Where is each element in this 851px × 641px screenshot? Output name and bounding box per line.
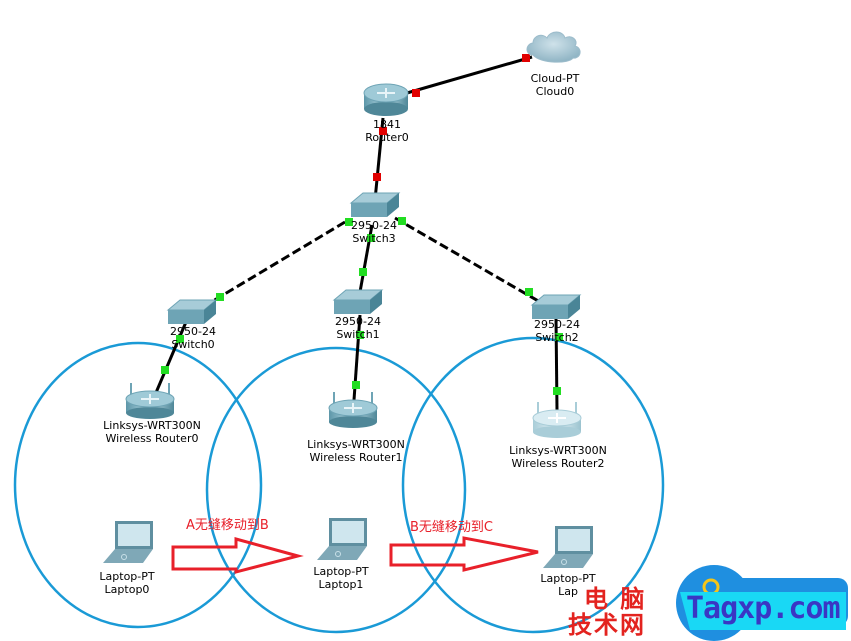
laptop-icon[interactable] bbox=[103, 521, 153, 563]
wireless-router-icon[interactable] bbox=[328, 392, 378, 428]
laptop0-label: Laptop-PT Laptop0 bbox=[99, 570, 154, 596]
port-up-indicator bbox=[216, 293, 224, 301]
annotation-b-to-c: B无缝移动到C bbox=[410, 520, 493, 535]
port-up-indicator bbox=[525, 288, 533, 296]
router-name: Router0 bbox=[365, 131, 409, 144]
switch2-model: 2950-24 bbox=[534, 318, 580, 331]
watermark-logo-text: Tagxp.com bbox=[686, 591, 841, 626]
port-up-indicator bbox=[555, 333, 563, 341]
arrow-b-to-c-icon bbox=[389, 536, 539, 572]
watermark-cn-line1: 电 脑 bbox=[584, 585, 647, 613]
laptop2-name: Lap bbox=[558, 585, 578, 598]
laptop-icon[interactable] bbox=[543, 526, 593, 568]
port-up-indicator bbox=[359, 268, 367, 276]
switch1-model: 2950-24 bbox=[335, 315, 381, 328]
switch3-model: 2950-24 bbox=[351, 219, 397, 232]
port-down-indicator bbox=[379, 127, 387, 135]
switch2-name: Switch2 bbox=[535, 331, 579, 344]
port-up-indicator bbox=[398, 217, 406, 225]
port-up-indicator bbox=[553, 387, 561, 395]
wr2-name: Wireless Router2 bbox=[511, 457, 605, 470]
switch1-name: Switch1 bbox=[336, 328, 380, 341]
router-model: 1841 bbox=[372, 118, 401, 131]
wr0-name: Wireless Router0 bbox=[105, 432, 199, 445]
port-up-indicator bbox=[367, 234, 375, 242]
cloud-model: Cloud-PT bbox=[530, 72, 580, 85]
switch3-label: 2950-24 Switch3 bbox=[351, 219, 397, 245]
switch0-name: Switch0 bbox=[171, 338, 215, 351]
router-label: 1841 Router0 bbox=[365, 118, 408, 144]
wireless-router-icon[interactable] bbox=[532, 402, 582, 438]
switch-icon[interactable] bbox=[349, 192, 401, 217]
switch0-label: 2950-24 Switch0 bbox=[170, 325, 216, 351]
port-up-indicator bbox=[356, 331, 364, 339]
watermark-logo-icon bbox=[676, 565, 848, 641]
switch2-label: 2950-24 Switch2 bbox=[534, 318, 580, 344]
laptop2-model: Laptop-PT bbox=[540, 572, 596, 585]
coverage-areas bbox=[13, 336, 665, 634]
switch3-name: Switch3 bbox=[352, 232, 396, 245]
port-up-indicator bbox=[176, 335, 184, 343]
wr0-model: Linksys-WRT300N bbox=[103, 419, 201, 432]
laptop0-model: Laptop-PT bbox=[99, 570, 155, 583]
coverage-area-router2 bbox=[401, 336, 665, 634]
port-up-indicator bbox=[345, 218, 353, 226]
port-indicators bbox=[161, 54, 563, 395]
switch-icon[interactable] bbox=[530, 294, 582, 319]
cloud-name: Cloud0 bbox=[535, 85, 575, 98]
port-down-indicator bbox=[373, 173, 381, 181]
coverage-area-router1 bbox=[205, 346, 467, 634]
port-down-indicator bbox=[522, 54, 530, 62]
watermark-cn-line2: 技术网 bbox=[568, 611, 646, 639]
router-icon[interactable] bbox=[363, 83, 409, 116]
laptop1-name: Laptop1 bbox=[318, 578, 364, 591]
switch1-label: 2950-24 Switch1 bbox=[335, 315, 381, 341]
link-router0-cloud0[interactable] bbox=[399, 55, 533, 97]
wr1-name: Wireless Router1 bbox=[309, 451, 403, 464]
port-up-indicator bbox=[161, 366, 169, 374]
arrow-a-to-b-icon bbox=[171, 537, 304, 574]
link-switch3-switch2[interactable] bbox=[394, 216, 541, 304]
cloud-label: Cloud-PT Cloud0 bbox=[531, 72, 580, 98]
annotation-a-to-b: A无缝移动到B bbox=[186, 518, 269, 533]
laptop0-name: Laptop0 bbox=[104, 583, 150, 596]
laptop2-label: Laptop-PT Lap bbox=[540, 572, 595, 598]
laptop1-model: Laptop-PT bbox=[313, 565, 369, 578]
link-switch0-wr0[interactable] bbox=[153, 321, 188, 396]
switch-icon[interactable] bbox=[332, 289, 384, 314]
port-down-indicator bbox=[412, 89, 420, 97]
switch-icon[interactable] bbox=[166, 299, 218, 324]
wr2-label: Linksys-WRT300N Wireless Router2 bbox=[509, 444, 607, 470]
switch0-model: 2950-24 bbox=[170, 325, 216, 338]
laptop-icon[interactable] bbox=[317, 518, 367, 560]
coverage-area-router0 bbox=[13, 341, 263, 629]
laptop1-label: Laptop-PT Laptop1 bbox=[313, 565, 368, 591]
cloud-icon[interactable] bbox=[526, 31, 581, 63]
wr1-label: Linksys-WRT300N Wireless Router1 bbox=[307, 438, 405, 464]
wireless-router-icon[interactable] bbox=[125, 383, 175, 419]
link-switch3-switch0[interactable] bbox=[207, 220, 346, 306]
port-up-indicator bbox=[352, 381, 360, 389]
wr0-label: Linksys-WRT300N Wireless Router0 bbox=[103, 419, 201, 445]
wr1-model: Linksys-WRT300N bbox=[307, 438, 405, 451]
wr2-model: Linksys-WRT300N bbox=[509, 444, 607, 457]
